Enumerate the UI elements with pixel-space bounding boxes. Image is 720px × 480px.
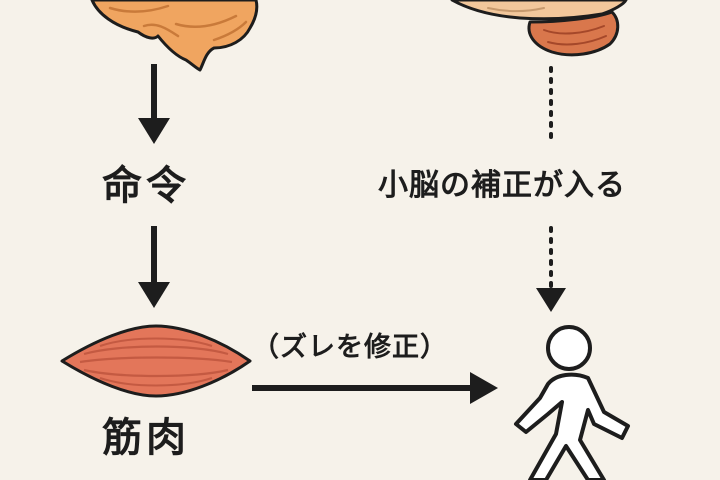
command-label: 命令 <box>102 163 190 209</box>
dotted-arrow-label-to-walker <box>536 226 566 312</box>
cerebellum-correction-label: 小脳の補正が入る <box>378 168 626 203</box>
muscle-label: 筋肉 <box>102 415 190 461</box>
cerebrum-icon <box>90 0 259 72</box>
arrow-command-to-muscle <box>138 226 170 308</box>
walking-person-icon <box>514 325 630 480</box>
cerebellum-icon <box>450 0 628 57</box>
arrow-muscle-to-walker <box>252 372 498 404</box>
correct-deviation-label: （ズレを修正） <box>252 332 448 363</box>
arrow-brain-to-command <box>138 64 170 144</box>
muscle-icon <box>60 324 252 398</box>
